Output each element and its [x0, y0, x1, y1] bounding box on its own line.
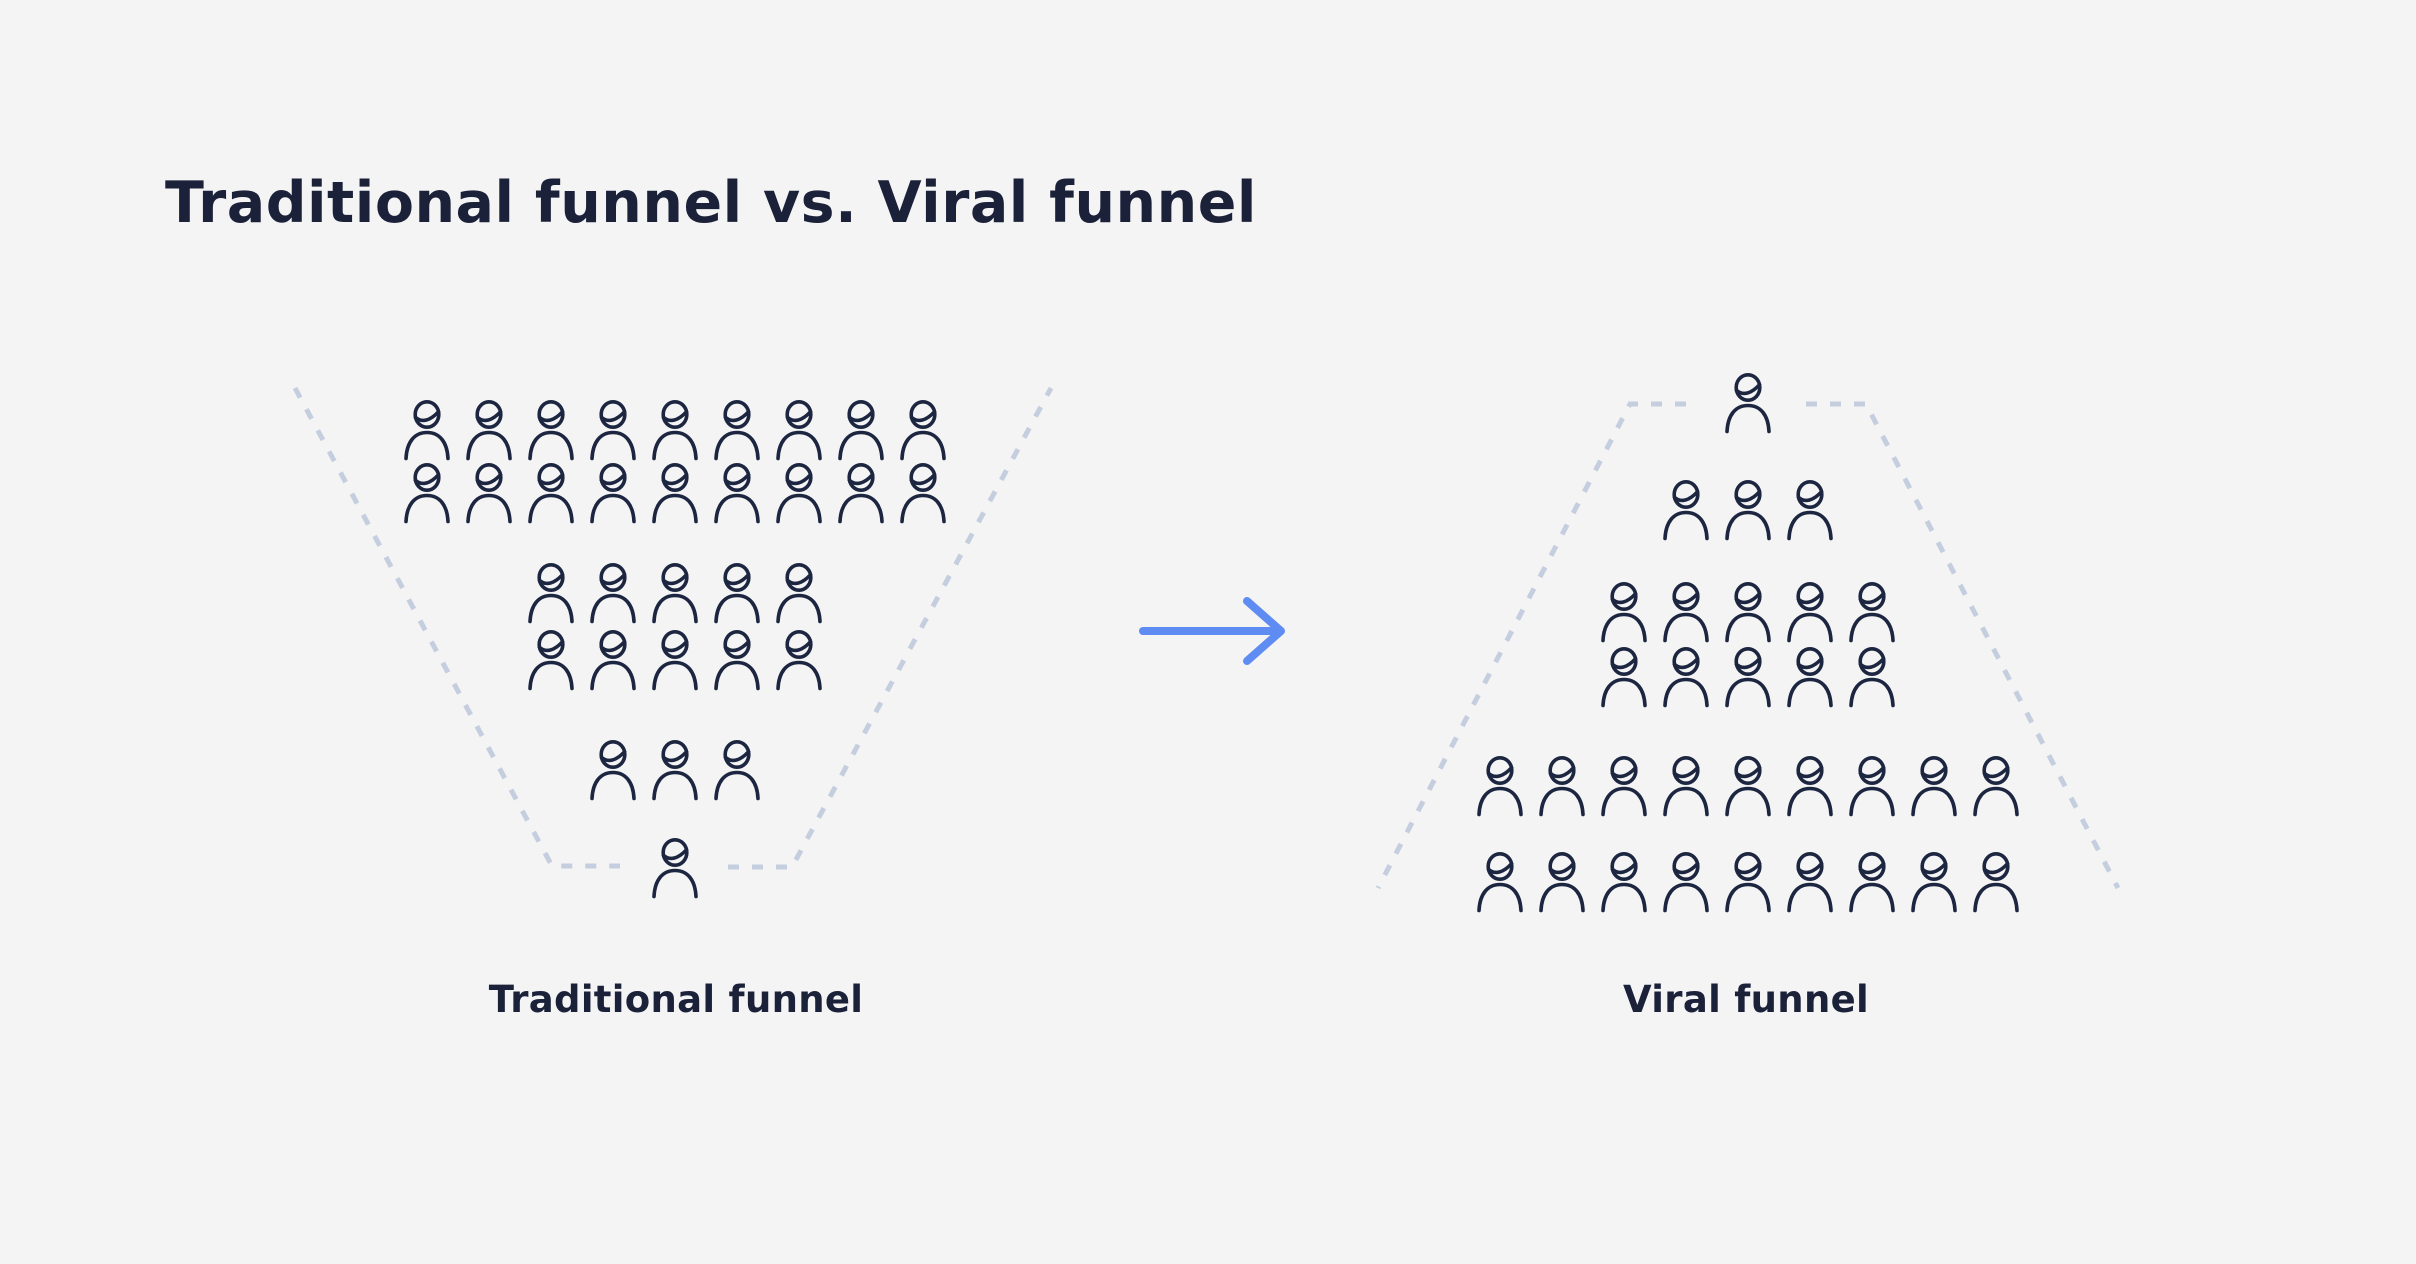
traditional-funnel-label: Traditional funnel — [488, 978, 864, 1021]
viral-funnel-people — [1477, 372, 2019, 913]
person-outline-icon — [1787, 646, 1833, 708]
person-outline-icon — [590, 739, 636, 801]
person-outline-icon — [1849, 646, 1895, 708]
person-outline-icon — [404, 462, 450, 524]
person-outline-icon — [776, 462, 822, 524]
person-outline-icon — [776, 562, 822, 624]
person-outline-icon — [838, 462, 884, 524]
person-outline-icon — [652, 629, 698, 691]
person-outline-icon — [776, 629, 822, 691]
person-outline-icon — [1725, 755, 1771, 817]
person-outline-icon — [714, 629, 760, 691]
person-outline-icon — [528, 399, 574, 461]
person-outline-icon — [1725, 372, 1771, 434]
viral-funnel-outline — [1375, 401, 1686, 890]
person-outline-icon — [590, 399, 636, 461]
person-outline-icon — [714, 739, 760, 801]
person-outline-icon — [1601, 646, 1647, 708]
funnel-outlines — [292, 386, 2121, 890]
person-outline-icon — [1973, 851, 2019, 913]
person-outline-icon — [714, 399, 760, 461]
person-outline-icon — [1539, 755, 1585, 817]
person-outline-icon — [590, 629, 636, 691]
person-outline-icon — [1849, 581, 1895, 643]
viral-funnel-label: Viral funnel — [1623, 978, 1869, 1021]
page-title: Traditional funnel vs. Viral funnel — [165, 170, 1257, 236]
person-outline-icon — [714, 562, 760, 624]
person-outline-icon — [528, 462, 574, 524]
person-outline-icon — [590, 562, 636, 624]
traditional-funnel-outline — [728, 386, 1054, 870]
person-outline-icon — [1601, 755, 1647, 817]
person-outline-icon — [714, 462, 760, 524]
person-outline-icon — [1787, 755, 1833, 817]
person-outline-icon — [1849, 755, 1895, 817]
person-outline-icon — [1601, 581, 1647, 643]
person-outline-icon — [1477, 851, 1523, 913]
person-outline-icon — [652, 837, 698, 899]
person-outline-icon — [776, 399, 822, 461]
person-outline-icon — [1787, 581, 1833, 643]
person-outline-icon — [1539, 851, 1585, 913]
person-outline-icon — [1973, 755, 2019, 817]
person-outline-icon — [652, 739, 698, 801]
person-outline-icon — [1911, 851, 1957, 913]
person-outline-icon — [528, 629, 574, 691]
viral-funnel-outline — [1806, 401, 2121, 890]
traditional-funnel-people — [404, 399, 946, 899]
person-outline-icon — [1663, 755, 1709, 817]
arrow-head — [1243, 597, 1285, 665]
person-outline-icon — [1725, 581, 1771, 643]
person-outline-icon — [652, 399, 698, 461]
transform-arrow-icon — [1139, 597, 1285, 665]
person-outline-icon — [1849, 851, 1895, 913]
person-outline-icon — [1787, 479, 1833, 541]
funnel-people — [404, 372, 2019, 913]
person-outline-icon — [466, 462, 512, 524]
person-outline-icon — [590, 462, 636, 524]
person-outline-icon — [838, 399, 884, 461]
person-outline-icon — [652, 462, 698, 524]
person-outline-icon — [900, 462, 946, 524]
person-outline-icon — [1911, 755, 1957, 817]
person-outline-icon — [1663, 646, 1709, 708]
person-outline-icon — [528, 562, 574, 624]
person-outline-icon — [1725, 646, 1771, 708]
person-outline-icon — [1477, 755, 1523, 817]
person-outline-icon — [652, 562, 698, 624]
person-outline-icon — [466, 399, 512, 461]
person-outline-icon — [1601, 851, 1647, 913]
person-outline-icon — [1725, 851, 1771, 913]
person-outline-icon — [900, 399, 946, 461]
person-outline-icon — [404, 399, 450, 461]
person-outline-icon — [1725, 479, 1771, 541]
person-outline-icon — [1663, 479, 1709, 541]
person-outline-icon — [1787, 851, 1833, 913]
person-outline-icon — [1663, 851, 1709, 913]
person-outline-icon — [1663, 581, 1709, 643]
